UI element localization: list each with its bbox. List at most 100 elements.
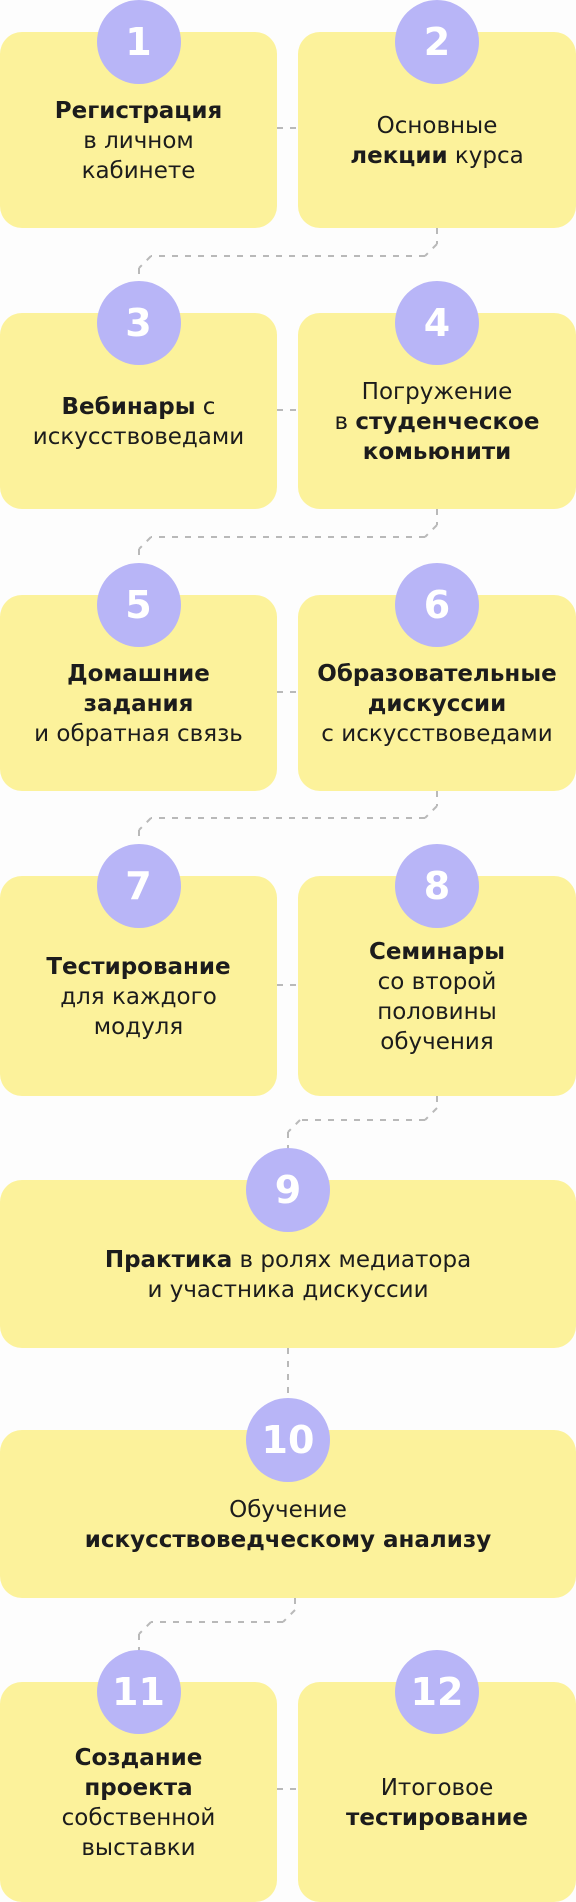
- step-number-badge: 9: [246, 1148, 330, 1232]
- text-segment: Погружение: [361, 379, 513, 405]
- step-text: Тестирование для каждого модуля: [32, 952, 244, 1042]
- step-number-badge: 1: [96, 0, 181, 84]
- step-text-line: Погружение: [335, 377, 540, 407]
- text-segment: для каждого: [60, 984, 217, 1010]
- step-text-line: выставки: [62, 1833, 216, 1863]
- step-text-line: обучения: [369, 1027, 505, 1057]
- connector-line: [138, 1621, 152, 1635]
- step-text-line: Тестирование: [46, 952, 230, 982]
- text-segment: кабинете: [81, 158, 196, 184]
- connector-line: [287, 1119, 301, 1133]
- bold-segment: Регистрация: [54, 98, 223, 124]
- text-segment: выставки: [81, 1835, 196, 1861]
- step-text-line: Итоговое: [346, 1773, 528, 1803]
- step-text-line: Создание: [62, 1743, 216, 1773]
- connector-line: [424, 1107, 438, 1121]
- step-text: Создание проекта собственной выставки: [48, 1743, 230, 1863]
- text-segment: в: [334, 409, 356, 435]
- bold-segment: Тестирование: [46, 954, 231, 980]
- text-segment: искусствоведами: [32, 424, 245, 450]
- step-number-badge: 2: [395, 0, 479, 84]
- step-number-badge: 6: [395, 563, 479, 647]
- step-text-line: проекта: [62, 1773, 216, 1803]
- step-number-badge: 7: [96, 844, 181, 928]
- step-text-line: искусствоведами: [33, 422, 244, 452]
- step-text: Обучение искусствоведческому анализу: [71, 1495, 506, 1555]
- step-text-line: модуля: [46, 1012, 230, 1042]
- step-text-line: половины: [369, 997, 505, 1027]
- bold-segment: студенческое: [355, 409, 540, 435]
- connector-line: [138, 817, 152, 831]
- step-text-line: собственной: [62, 1803, 216, 1833]
- step-text-line: для каждого: [46, 982, 230, 1012]
- text-segment: и участника дискуссии: [147, 1277, 429, 1303]
- text-segment: половины: [377, 999, 497, 1025]
- step-text-line: со второй: [369, 967, 505, 997]
- step-text-line: кабинете: [55, 156, 222, 186]
- step-text-line: искусствоведческому анализу: [85, 1525, 492, 1555]
- bold-segment: Создание: [74, 1745, 203, 1771]
- bold-segment: задания: [83, 691, 194, 717]
- bold-segment: Практика: [104, 1247, 233, 1273]
- connector-line: [424, 243, 438, 257]
- step-number-badge: 11: [96, 1650, 181, 1734]
- step-number-badge: 3: [96, 281, 181, 365]
- text-segment: Обучение: [229, 1497, 347, 1523]
- step-text-line: и участника дискуссии: [105, 1275, 471, 1305]
- bold-segment: искусствоведческому анализу: [84, 1527, 492, 1553]
- text-segment: обучения: [380, 1029, 494, 1055]
- step-text-line: дискуссии: [317, 689, 556, 719]
- step-number-badge: 5: [96, 563, 181, 647]
- step-text: Образовательные дискуссии с искусствоведам…: [303, 659, 570, 749]
- step-number-badge: 12: [395, 1650, 479, 1734]
- step-text-line: в студенческое: [335, 407, 540, 437]
- step-text-line: и обратная связь: [34, 719, 243, 749]
- bold-segment: Домашние: [67, 661, 210, 687]
- bold-segment: тестирование: [346, 1805, 528, 1831]
- step-text: Домашние задания и обратная связь: [20, 659, 257, 749]
- step-card-11: Создание проекта собственной выставки: [0, 1682, 277, 1902]
- step-text-line: с искусствоведами: [317, 719, 556, 749]
- step-text-line: Домашние: [34, 659, 243, 689]
- step-text-line: Обучение: [85, 1495, 492, 1525]
- connector-line: [424, 805, 438, 819]
- text-segment: с: [195, 394, 216, 420]
- step-text-line: в личном: [55, 126, 222, 156]
- text-segment: со второй: [377, 969, 497, 995]
- step-text: Итоговое тестирование: [332, 1773, 542, 1833]
- text-segment: с искусствоведами: [321, 721, 553, 747]
- text-segment: курса: [447, 143, 524, 169]
- text-segment: Итоговое: [380, 1775, 494, 1801]
- bold-segment: Семинары: [368, 939, 506, 965]
- step-text-line: Практика в ролях медиатора: [105, 1245, 471, 1275]
- text-segment: в ролях медиатора: [232, 1247, 472, 1273]
- text-segment: модуля: [93, 1014, 184, 1040]
- connector-line: [138, 255, 152, 269]
- bold-segment: Образовательные: [317, 661, 557, 687]
- connector-line: [138, 536, 152, 550]
- step-text-line: Образовательные: [317, 659, 556, 689]
- bold-segment: комьюнити: [362, 439, 512, 465]
- bold-segment: дискуссии: [367, 691, 507, 717]
- bold-segment: Вебинары: [61, 394, 196, 420]
- connector-line: [424, 524, 438, 538]
- text-segment: Основные: [376, 113, 498, 139]
- text-segment: собственной: [61, 1805, 216, 1831]
- step-text-line: Основные: [350, 111, 524, 141]
- connector-line: [282, 1609, 296, 1623]
- text-segment: и обратная связь: [34, 721, 243, 747]
- step-text-line: тестирование: [346, 1803, 528, 1833]
- step-text-line: Вебинары с: [33, 392, 244, 422]
- step-number-badge: 8: [395, 844, 479, 928]
- step-text-line: задания: [34, 689, 243, 719]
- bold-segment: проекта: [84, 1775, 193, 1801]
- step-text-line: лекции курса: [350, 141, 524, 171]
- bold-segment: лекции: [350, 143, 448, 169]
